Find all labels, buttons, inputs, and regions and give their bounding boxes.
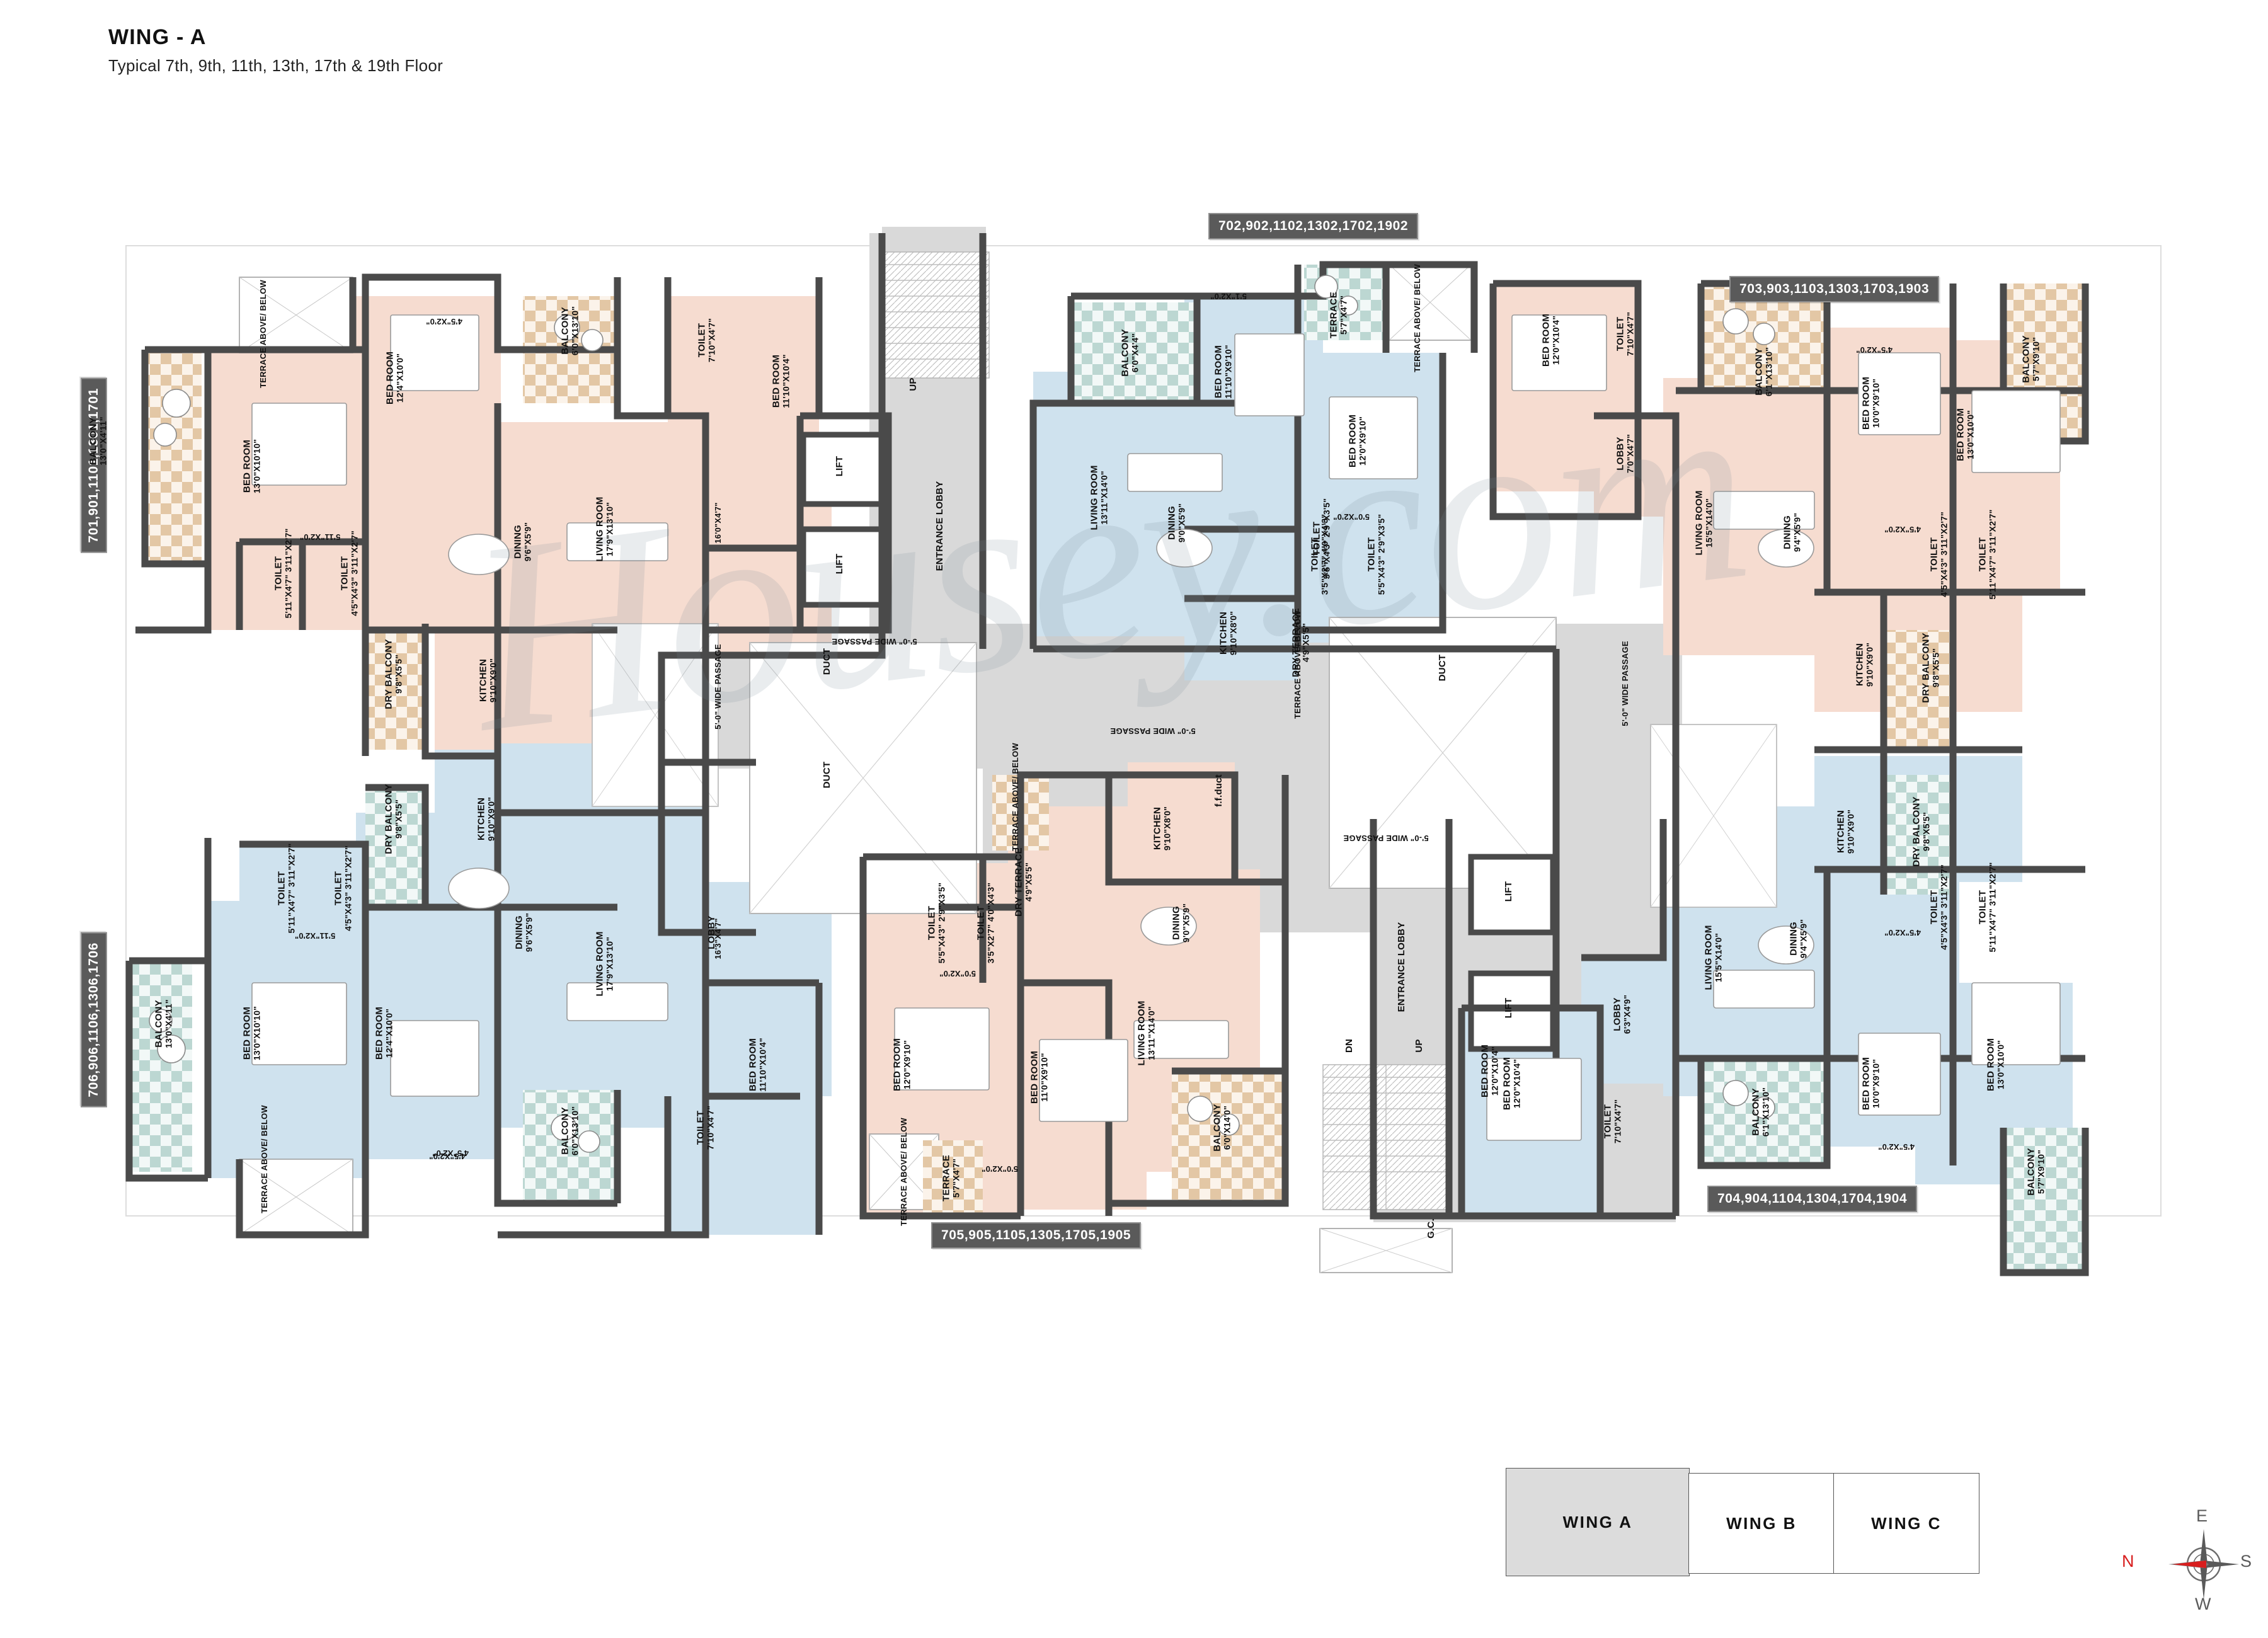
balcony-furniture — [149, 275, 1775, 1153]
legend-wing-b-label: WING B — [1726, 1513, 1797, 1533]
compass-rose: N E S W — [2122, 1506, 2252, 1622]
compass-label-s: S — [2240, 1552, 2252, 1571]
walls — [125, 233, 2089, 1276]
legend-wing-c-label: WING C — [1871, 1513, 1942, 1533]
compass-label-n: N — [2122, 1552, 2134, 1571]
unit-tag-705: 705,905,1105,1305,1705,1905 — [931, 1222, 1142, 1249]
furniture-linework — [251, 314, 2061, 1141]
legend-wing-a[interactable]: WING A — [1506, 1468, 1690, 1576]
compass-icon — [2168, 1529, 2239, 1600]
plan-outline — [125, 245, 2162, 1217]
wing-title: WING - A — [108, 25, 207, 49]
legend-wing-c[interactable]: WING C — [1833, 1473, 1979, 1574]
staircases — [881, 251, 1453, 1273]
floor-subtitle: Typical 7th, 9th, 11th, 13th, 17th & 19t… — [108, 56, 444, 75]
unit-tag-704: 704,904,1104,1304,1704,1904 — [1707, 1186, 1918, 1212]
legend-wing-b[interactable]: WING B — [1688, 1473, 1835, 1574]
compass-label-w: W — [2195, 1595, 2211, 1613]
unit-tag-706: 706,906,1106,1306,1706 — [81, 932, 107, 1108]
legend-wing-a-label: WING A — [1562, 1512, 1633, 1532]
compass-label-e: E — [2196, 1506, 2208, 1525]
unit-706-area — [129, 743, 832, 1235]
unit-tag-701: 701,901,1101,1301,1701 — [81, 378, 107, 553]
unit-tag-703: 703,903,1103,1303,1703,1903 — [1729, 276, 1940, 302]
unit-tag-702: 702,902,1102,1302,1702,1902 — [1208, 213, 1419, 239]
title-block: WING - A Typical 7th, 9th, 11th, 13th, 1… — [108, 25, 443, 76]
